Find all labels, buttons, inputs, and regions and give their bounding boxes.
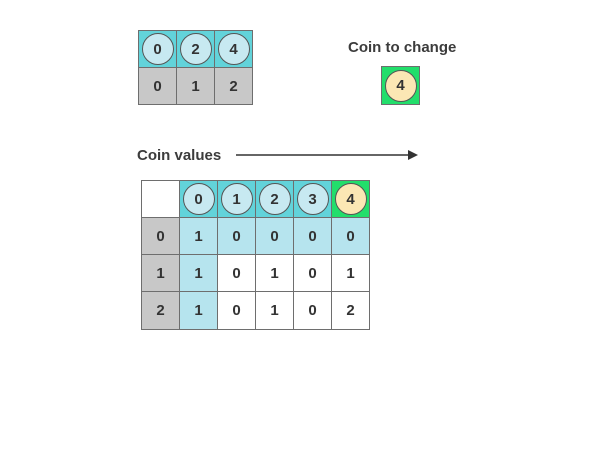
table-cell: 0 (293, 217, 332, 255)
table-cell: 0 (217, 217, 256, 255)
top-coin-cell: 2 (176, 30, 215, 68)
top-index-cell: 1 (176, 67, 215, 105)
table-cell: 2 (331, 291, 370, 330)
table-cell: 1 (179, 291, 218, 330)
table-cell: 1 (255, 291, 294, 330)
table-cell: 0 (331, 217, 370, 255)
header-coin-cell-highlight: 4 (331, 180, 370, 218)
top-index-cell: 2 (214, 67, 253, 105)
table-corner (141, 180, 180, 218)
coin-to-change-label: Coin to change (348, 39, 457, 56)
table-cell: 0 (293, 254, 332, 292)
table-cell: 0 (217, 254, 256, 292)
coin-values-label: Coin values (137, 147, 222, 164)
coin: 1 (220, 183, 253, 215)
table-cell: 1 (179, 217, 218, 255)
coin: 0 (141, 33, 174, 65)
coin: 4 (334, 183, 367, 215)
table-cell: 1 (255, 254, 294, 292)
table-cell: 0 (255, 217, 294, 255)
row-label: 0 (141, 217, 180, 255)
table-cell: 0 (293, 291, 332, 330)
row-label: 1 (141, 254, 180, 292)
top-coin-cell: 4 (214, 30, 253, 68)
coin: 4 (384, 69, 417, 102)
header-coin-cell: 2 (255, 180, 294, 218)
coin: 3 (296, 183, 329, 215)
top-coin-cell: 0 (138, 30, 177, 68)
row-label: 2 (141, 291, 180, 330)
header-coin-cell: 3 (293, 180, 332, 218)
coin: 4 (217, 33, 250, 65)
coin: 2 (258, 183, 291, 215)
table-cell: 1 (331, 254, 370, 292)
header-coin-cell: 0 (179, 180, 218, 218)
coin: 2 (179, 33, 212, 65)
right-arrow-icon (236, 150, 418, 160)
coin-to-change-box: 4 (381, 66, 420, 105)
header-coin-cell: 1 (217, 180, 256, 218)
coin: 0 (182, 183, 215, 215)
table-cell: 0 (217, 291, 256, 330)
top-index-cell: 0 (138, 67, 177, 105)
table-cell: 1 (179, 254, 218, 292)
